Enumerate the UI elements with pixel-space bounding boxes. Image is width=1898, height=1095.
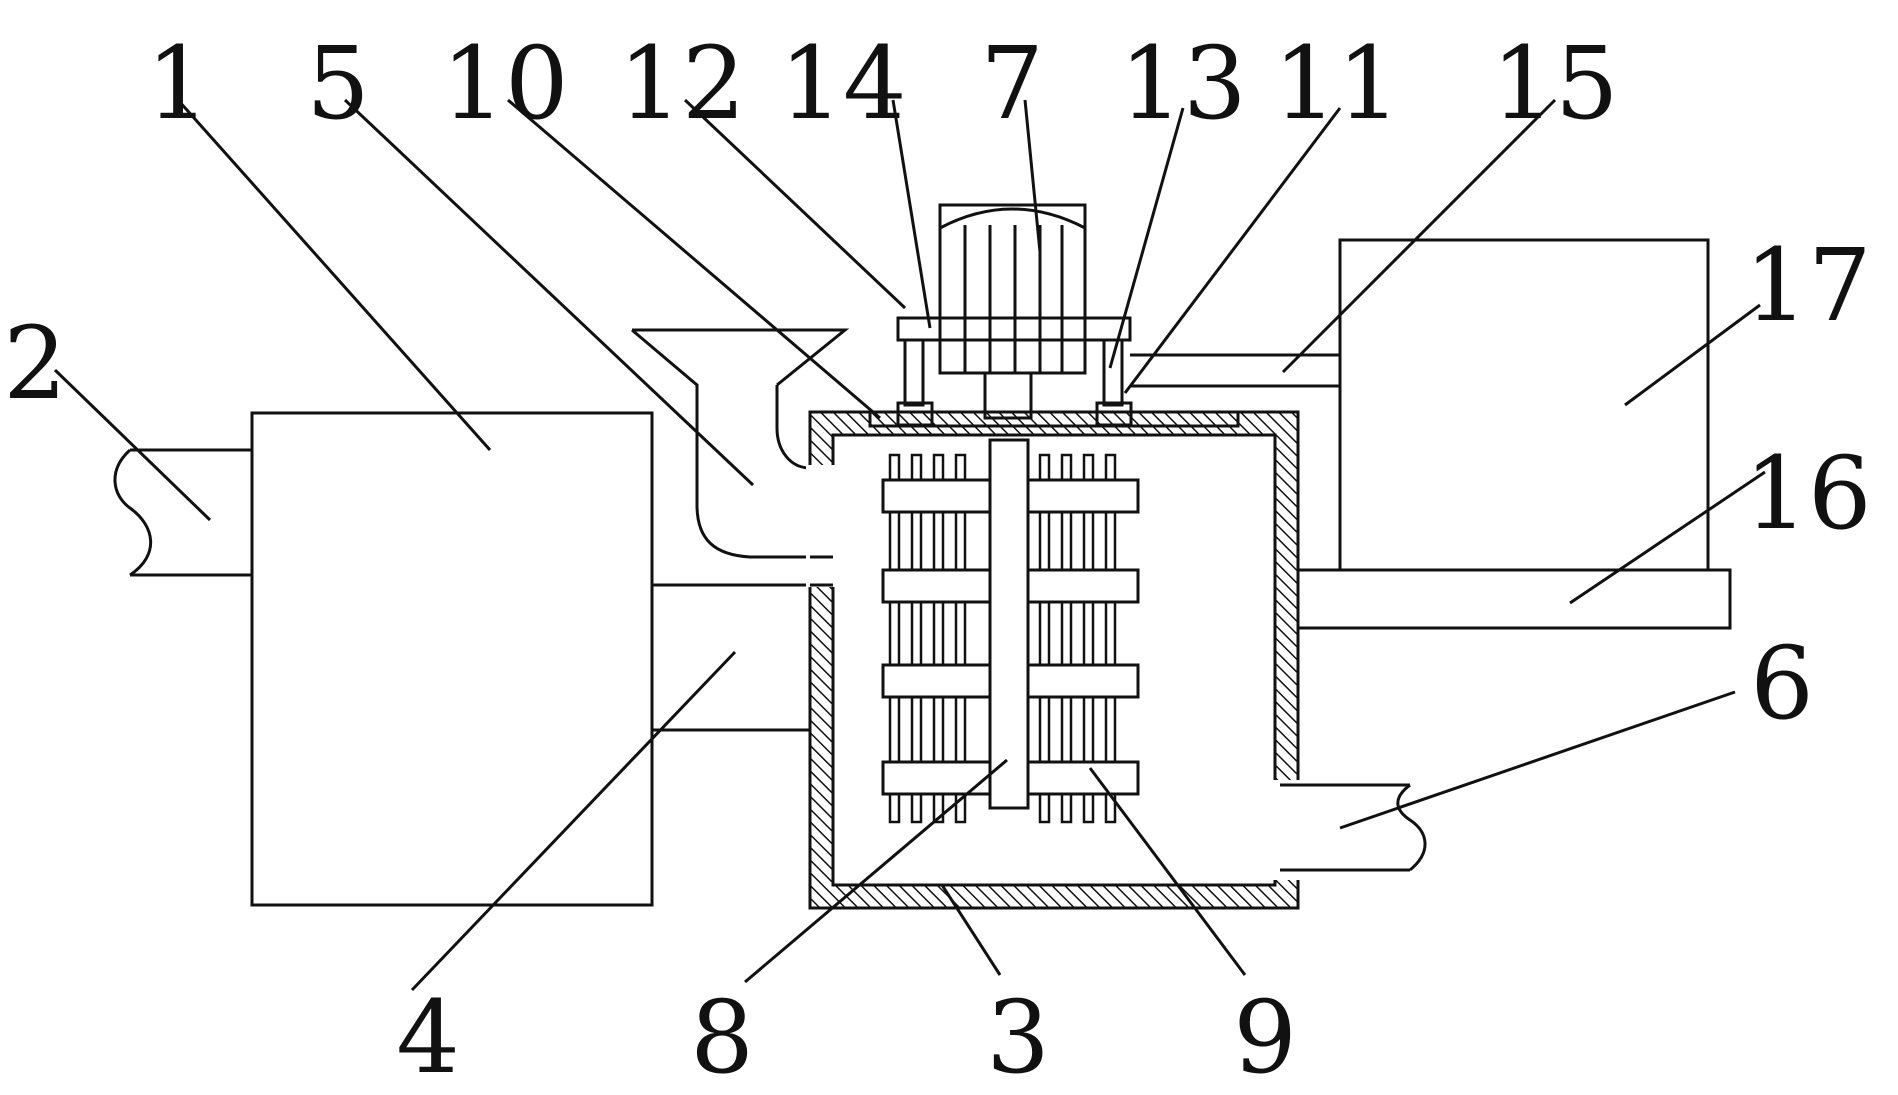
label-1: 1 [146,25,210,142]
connecting-pipe [652,583,810,732]
label-3: 3 [986,979,1050,1090]
lid-plate [868,410,1240,428]
inlet-pipe [113,448,252,577]
mixing-tank [806,410,1302,910]
support-shelf [1296,568,1732,630]
label-11: 11 [1273,25,1400,142]
connecting-rod [1130,353,1340,388]
label-15: 15 [1491,25,1618,142]
label-7: 7 [980,25,1044,142]
motor-supports [896,338,1133,427]
leader-lines [53,98,1766,992]
label-6: 6 [1750,625,1814,742]
left-box [250,411,654,907]
label-14: 14 [779,25,906,142]
stirring-blades-left [881,453,992,824]
label-4: 4 [396,979,460,1090]
stirring-shaft [988,438,1030,810]
outlet-pipe [1280,783,1427,872]
label-10: 10 [441,25,568,142]
label-16: 16 [1744,435,1871,552]
label-9: 9 [1233,979,1297,1090]
label-17: 17 [1744,227,1871,344]
label-12: 12 [618,25,745,142]
motor [896,203,1132,420]
label-13: 13 [1119,25,1246,142]
label-5: 5 [306,25,370,142]
feed-hopper [631,328,850,559]
stirring-blades-right [1026,453,1140,824]
label-8: 8 [690,979,754,1090]
right-box [1338,238,1710,572]
label-2: 2 [3,305,67,422]
